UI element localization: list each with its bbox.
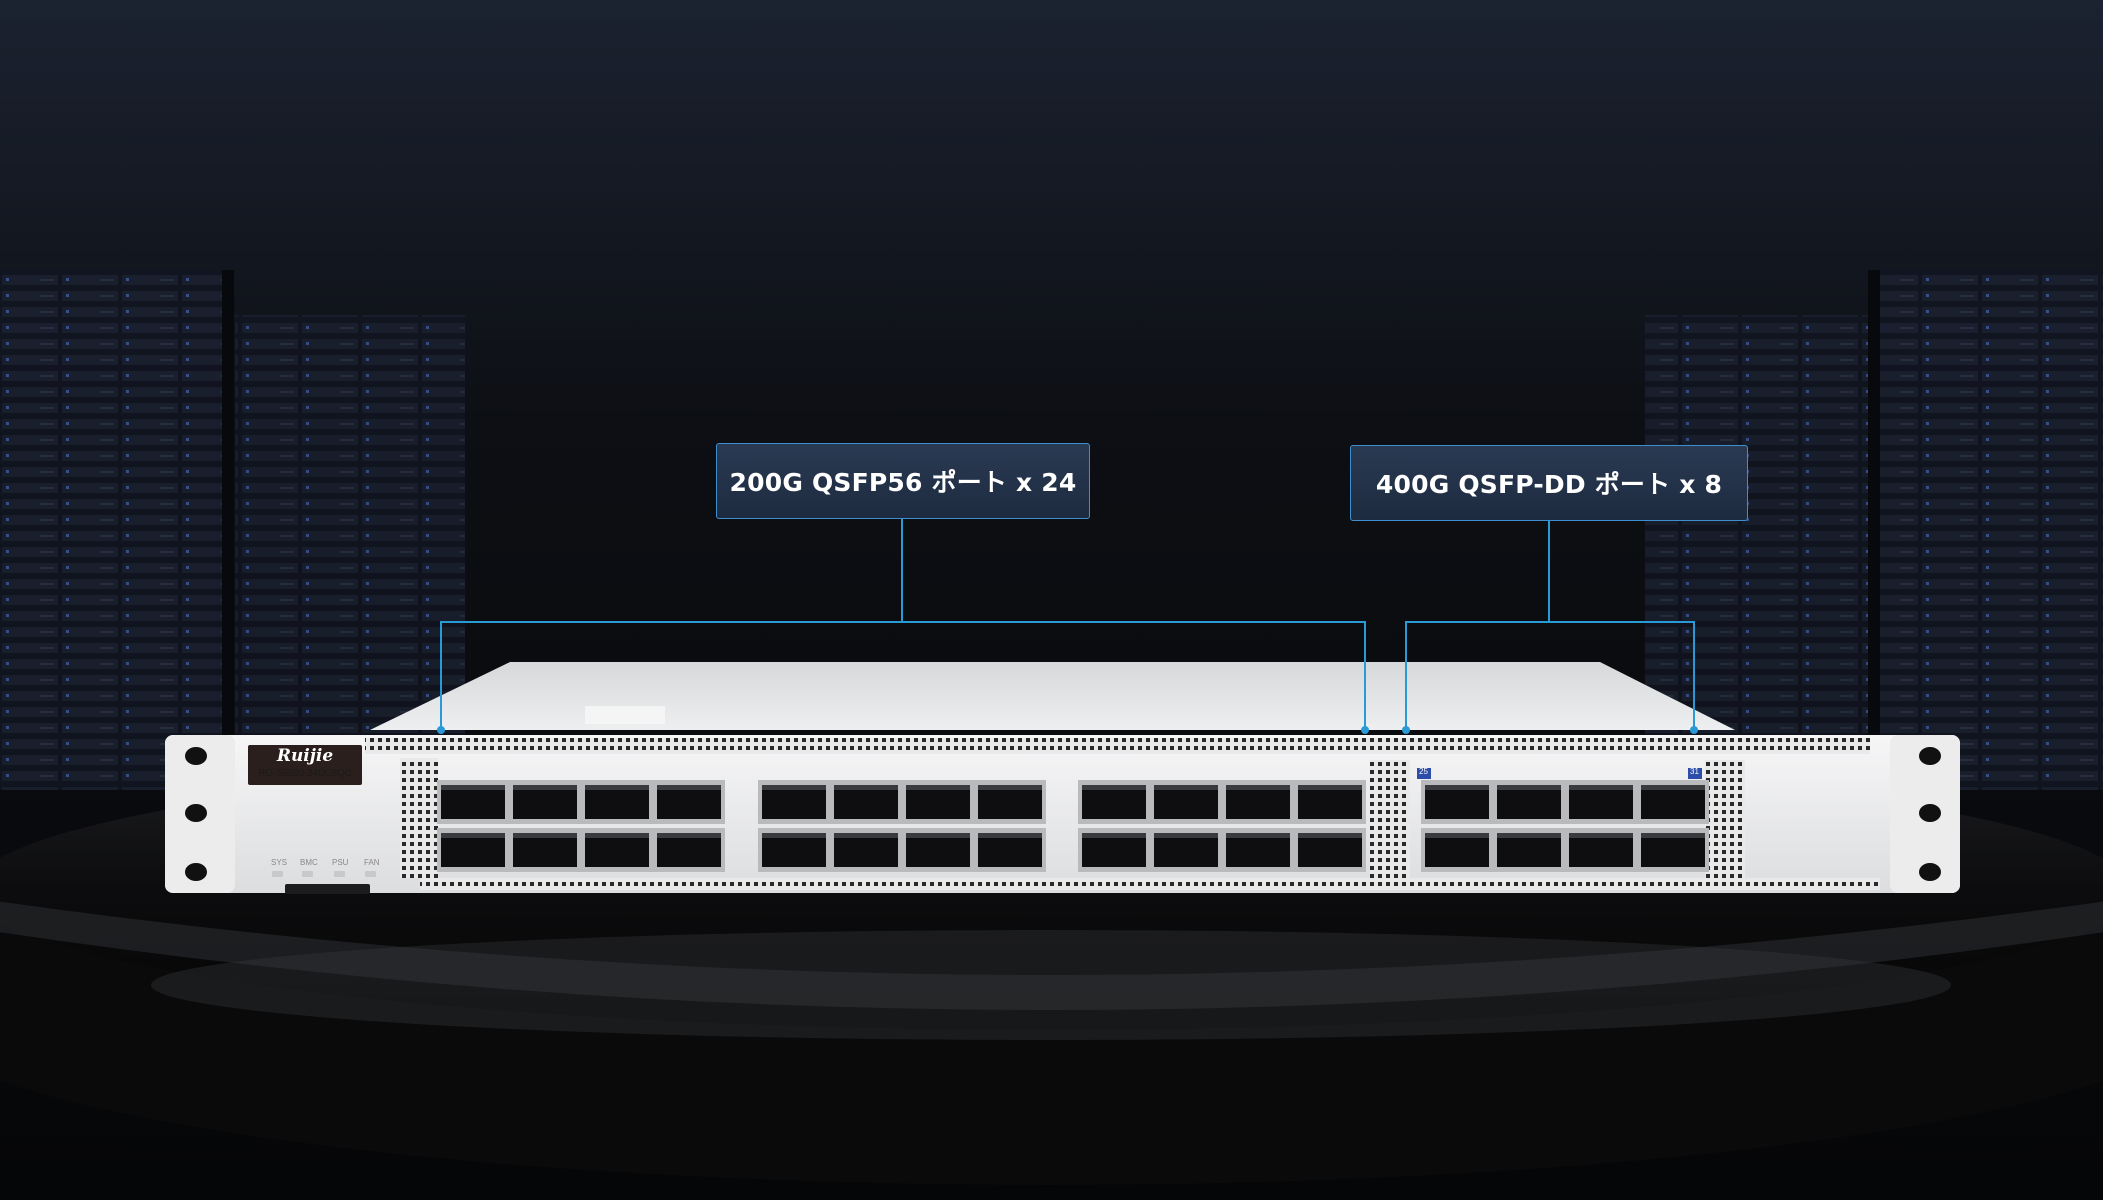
model-number: RG-S6580-24DC8QC bbox=[258, 768, 352, 779]
qsfp56-port bbox=[1222, 828, 1294, 872]
qsfp56-port bbox=[830, 828, 902, 872]
qsfp-dd-port bbox=[1565, 828, 1637, 872]
led-label-sys: SYS bbox=[271, 858, 288, 867]
qsfp56-port bbox=[1150, 828, 1222, 872]
qsfp-dd-port bbox=[1637, 828, 1709, 872]
led-label-psu: PSU bbox=[332, 858, 349, 867]
port-number-last-dd: 31 bbox=[1690, 767, 1699, 776]
callout-qsfp-dd-ports: 400G QSFP-DD ポート x 8 bbox=[1350, 445, 1748, 521]
qsfp56-port bbox=[974, 828, 1046, 872]
qsfp56-port bbox=[653, 780, 725, 824]
qsfp56-port bbox=[581, 828, 653, 872]
qsfp56-port bbox=[1078, 828, 1150, 872]
qsfp56-port bbox=[437, 828, 509, 872]
qsfp56-port bbox=[758, 780, 830, 824]
qsfp56-port bbox=[1078, 780, 1150, 824]
qsfp56-port bbox=[509, 780, 581, 824]
qsfp56-port bbox=[830, 780, 902, 824]
brand-logo: Ruijie bbox=[248, 745, 362, 785]
qsfp-dd-port bbox=[1637, 780, 1709, 824]
qsfp56-port bbox=[902, 828, 974, 872]
switch-top-panel bbox=[370, 662, 1735, 730]
callout-lines bbox=[440, 519, 1695, 730]
led-label-bmc: BMC bbox=[300, 858, 318, 867]
qsfp-dd-port bbox=[1565, 780, 1637, 824]
server-rack-right bbox=[1645, 270, 2103, 790]
qsfp-dd-port bbox=[1421, 780, 1493, 824]
qsfp56-port bbox=[902, 780, 974, 824]
qsfp56-port bbox=[1222, 780, 1294, 824]
switch-front-panel bbox=[165, 735, 1960, 894]
qsfp56-port bbox=[581, 780, 653, 824]
qsfp-dd-port-array bbox=[1421, 780, 1709, 872]
qsfp56-port bbox=[509, 828, 581, 872]
port-number-first-dd: 25 bbox=[1419, 767, 1428, 776]
server-rack-left bbox=[0, 270, 465, 790]
qsfp56-port bbox=[437, 780, 509, 824]
qsfp56-port bbox=[1294, 780, 1366, 824]
qsfp56-port bbox=[974, 780, 1046, 824]
qsfp56-port bbox=[758, 828, 830, 872]
callout-endpoints bbox=[437, 726, 1698, 734]
callout-qsfp56-ports: 200G QSFP56 ポート x 24 bbox=[716, 443, 1090, 519]
qsfp56-port bbox=[1150, 780, 1222, 824]
qsfp56-port bbox=[1294, 828, 1366, 872]
qsfp56-port bbox=[653, 828, 725, 872]
qsfp-dd-port bbox=[1493, 828, 1565, 872]
led-label-fan: FAN bbox=[364, 858, 380, 867]
qsfp-dd-port bbox=[1421, 828, 1493, 872]
qsfp-dd-port bbox=[1493, 780, 1565, 824]
qsfp56-port-array bbox=[437, 780, 1366, 872]
